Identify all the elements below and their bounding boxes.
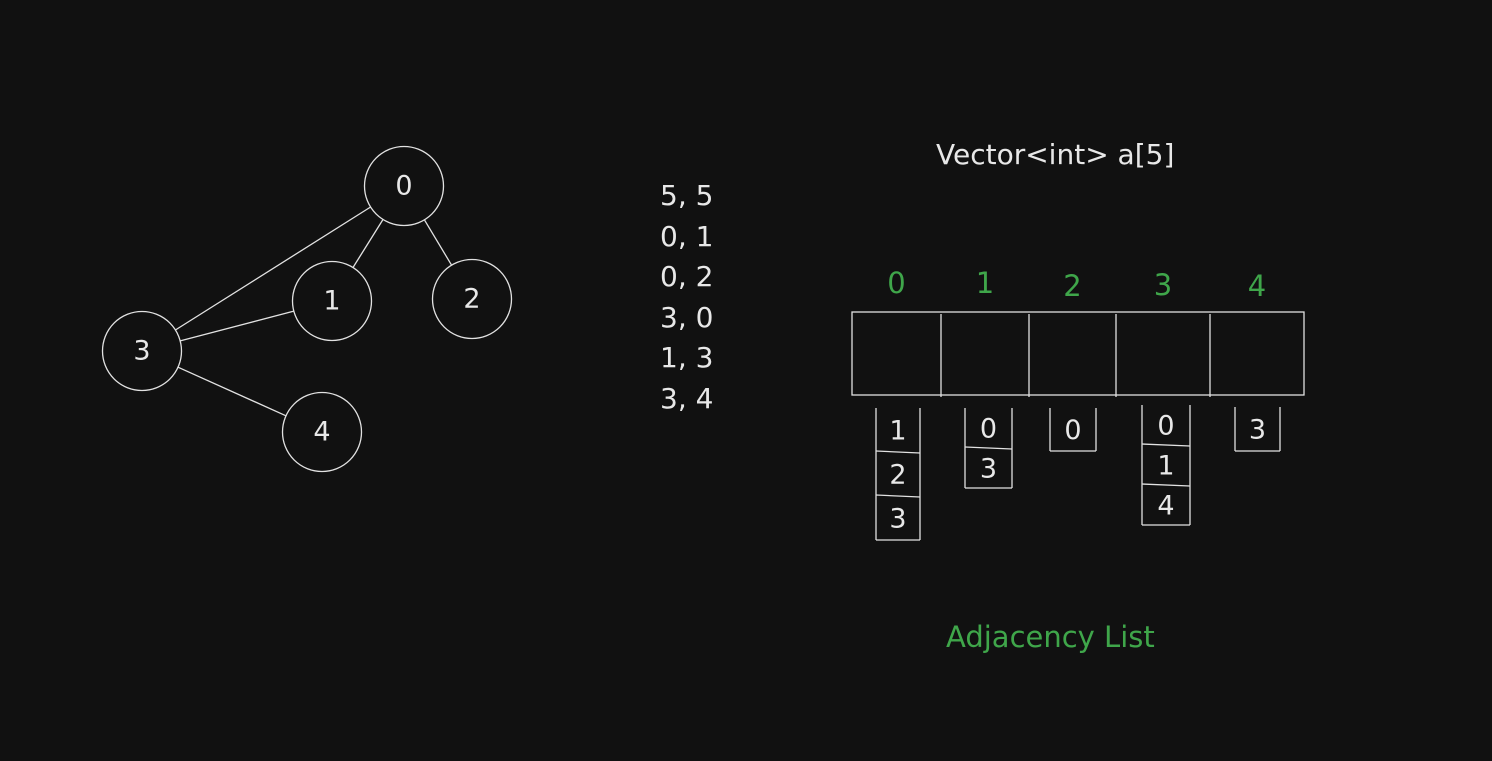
vector-index-1: 1 — [976, 266, 994, 300]
list-cell-divider — [1141, 483, 1191, 487]
graph-node-circle — [281, 391, 363, 473]
adjacency-list-2: 0 — [1049, 408, 1097, 452]
vector-index-3: 3 — [1154, 268, 1172, 302]
edge-input-line: 5, 5 — [660, 179, 714, 212]
adjacency-list-4: 3 — [1234, 407, 1281, 452]
adjacency-value: 0 — [1064, 415, 1081, 446]
graph-edge-0-2 — [423, 219, 453, 266]
list-cell-divider — [875, 494, 921, 498]
adjacency-value: 3 — [980, 454, 997, 485]
graph-node-label: 4 — [313, 417, 330, 448]
list-cell-divider — [964, 446, 1013, 450]
adjacency-list-3: 0 1 4 — [1141, 405, 1191, 526]
list-cell-divider — [1141, 443, 1191, 447]
edge-input-line: 3, 0 — [660, 300, 714, 334]
graph-edge-3-4 — [177, 366, 287, 417]
edge-input-line: 1, 3 — [660, 341, 714, 375]
adjacency-value: 2 — [889, 460, 906, 491]
diagram-caption: Adjacency List — [946, 620, 1155, 654]
adjacency-list-1: 03 — [964, 408, 1013, 489]
edge-input-line: 0, 1 — [660, 219, 714, 253]
edge-input-list: 5, 5 0, 1 0, 2 3, 0 1, 3 3, 4 — [660, 176, 713, 420]
graph-node-circle — [101, 310, 183, 392]
graph-edges — [175, 206, 453, 417]
adjacency-value: 0 — [1157, 411, 1174, 442]
adjacency-value: 1 — [1157, 451, 1174, 482]
vector-outline — [851, 311, 1305, 396]
graph-node-4: 4 — [281, 391, 363, 473]
edge-input-line: 0, 2 — [660, 260, 714, 294]
vector-array: 0 1 2 3 4 — [851, 266, 1305, 397]
vector-index-4: 4 — [1248, 269, 1266, 303]
graph-node-circle — [291, 260, 373, 342]
vector-index-2: 2 — [1063, 269, 1081, 303]
graph-node-circle — [363, 145, 445, 227]
graph-node-3: 3 — [101, 310, 183, 392]
list-cell-divider — [875, 450, 921, 454]
adjacency-value: 1 — [889, 416, 906, 447]
graph-node-label: 3 — [133, 336, 150, 367]
adjacency-value: 0 — [980, 414, 997, 445]
graph-node-2: 2 — [431, 258, 513, 340]
edge-input-line: 3, 4 — [660, 381, 714, 415]
graph-edge-0-3 — [175, 206, 371, 331]
adjacency-value: 4 — [1157, 491, 1174, 522]
graph-nodes: 0 1 2 3 4 — [101, 145, 513, 473]
graph-node-label: 1 — [323, 286, 340, 317]
adjacency-value: 3 — [889, 504, 906, 535]
adjacency-list-0: 1 2 3 — [875, 408, 921, 541]
graph-node-1: 1 — [291, 260, 373, 342]
graph-edge-3-1 — [180, 310, 294, 342]
graph-node-label: 0 — [395, 171, 412, 202]
vector-index-0: 0 — [887, 266, 905, 300]
graph-node-label: 2 — [463, 284, 480, 315]
graph-node-circle — [431, 258, 513, 340]
adjacency-value: 3 — [1249, 415, 1266, 446]
vector-declaration: Vector<int> a[5] — [936, 138, 1175, 171]
graph-edge-0-1 — [352, 219, 384, 268]
graph-node-0: 0 — [363, 145, 445, 227]
